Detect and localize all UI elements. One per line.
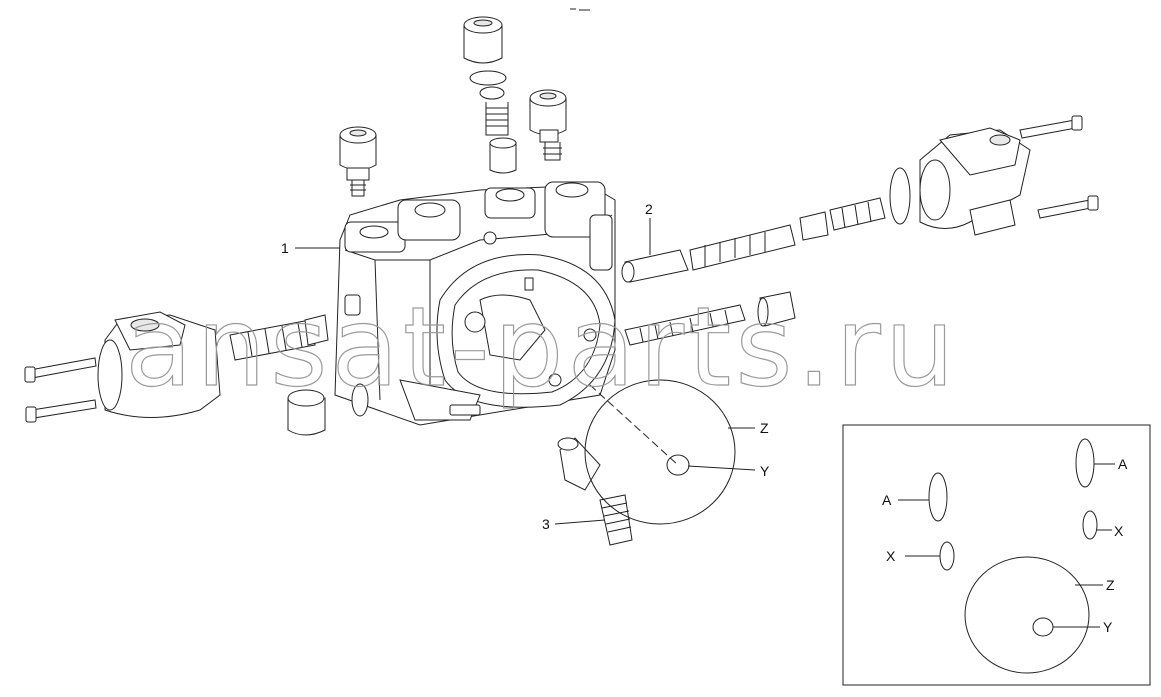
- top-mark: [570, 8, 590, 11]
- top-right-cartridge: [529, 89, 567, 161]
- top-center-cap: [463, 16, 517, 174]
- seal-disc-main: [584, 379, 736, 525]
- plug-part-3: [557, 437, 633, 546]
- left-solenoid-assembly: [24, 311, 369, 436]
- right-spool-assembly-part-2: [621, 115, 1099, 283]
- callout-y: Y: [760, 463, 770, 479]
- watermark-text: ansat-parts.ru: [125, 283, 958, 411]
- inset-label-x-right: X: [1114, 523, 1124, 539]
- callout-2: 2: [645, 201, 653, 217]
- inset-label-z: Z: [1106, 577, 1115, 593]
- callout-1: 1: [281, 240, 289, 256]
- inset-label-a-right: A: [1118, 456, 1128, 472]
- callout-z: Z: [760, 420, 769, 436]
- inset-label-a-left: A: [882, 492, 892, 508]
- callout-3: 3: [542, 516, 550, 532]
- inset-detail-box: A A X X Z Y: [842, 424, 1151, 686]
- top-left-cartridge: [339, 126, 377, 197]
- lower-right-spring-set: [624, 291, 796, 346]
- valve-body-part-1: [334, 181, 616, 426]
- callout-3-leader: [554, 519, 606, 525]
- inset-label-y: Y: [1103, 619, 1113, 635]
- callout-y-leader: [687, 465, 756, 471]
- inset-label-x-left: X: [886, 548, 896, 564]
